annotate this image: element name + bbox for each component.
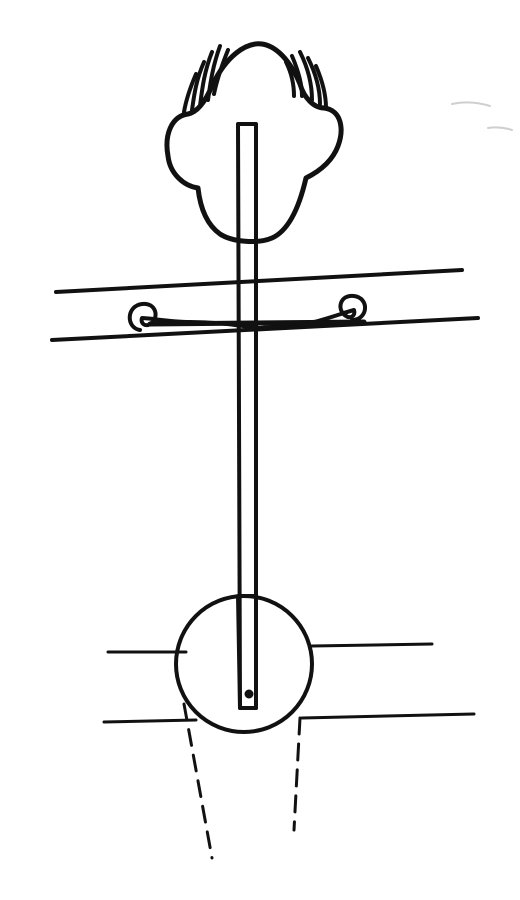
paper-smudges bbox=[451, 101, 513, 131]
hair-tufts-right bbox=[284, 50, 328, 110]
rod-end-dot bbox=[244, 689, 254, 699]
lower-parallel-lines bbox=[102, 642, 476, 724]
rod-lower-segment bbox=[236, 594, 258, 710]
ball bbox=[174, 594, 314, 734]
dashed-lines bbox=[182, 702, 302, 860]
head-outline bbox=[164, 41, 344, 244]
hair-tufts-left bbox=[182, 44, 230, 114]
upper-parallel-lines bbox=[50, 268, 480, 342]
rod bbox=[236, 122, 258, 710]
